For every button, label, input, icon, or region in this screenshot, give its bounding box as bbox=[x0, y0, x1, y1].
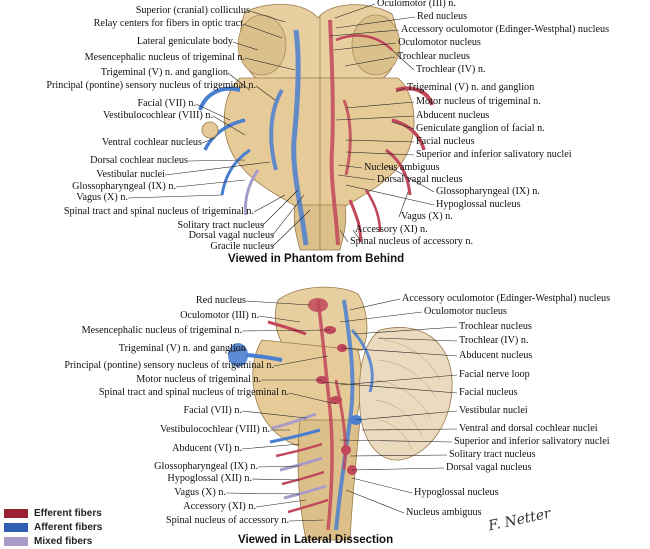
legend-mixed: Mixed fibers bbox=[4, 535, 92, 548]
top-left-label: Relay centers for fibers in optic tract bbox=[93, 18, 243, 29]
bottom-left-label: Spinal nucleus of accessory n. bbox=[165, 515, 289, 526]
top-right-label: Trigeminal (V) n. and ganglion bbox=[407, 82, 535, 93]
top-right-label: Dorsal vagal nucleus bbox=[377, 174, 463, 185]
bottom-right-label: Ventral and dorsal cochlear nuclei bbox=[459, 423, 598, 434]
bottom-left-label: Glossopharyngeal (IX) n. bbox=[154, 461, 258, 472]
bottom-leader-lines bbox=[225, 298, 458, 522]
legend-swatch-afferent bbox=[4, 523, 28, 532]
bottom-right-label: Trochlear nucleus bbox=[459, 321, 532, 332]
bottom-right-label: Oculomotor nucleus bbox=[424, 306, 507, 317]
top-right-label: Accessory (XI) n. bbox=[355, 224, 428, 235]
top-brainstem-illustration bbox=[198, 3, 434, 251]
bottom-right-label: Accessory oculomotor (Edinger-Westphal) … bbox=[402, 293, 611, 304]
top-right-label: Superior and inferior salivatory nuclei bbox=[416, 149, 572, 160]
top-right-label: Trochlear (IV) n. bbox=[416, 64, 486, 75]
bottom-right-label: Facial nucleus bbox=[459, 387, 518, 398]
bottom-left-label: Vagus (X) n. bbox=[174, 487, 226, 498]
bottom-left-label: Spinal tract and spinal nucleus of trige… bbox=[98, 387, 289, 398]
top-left-label: Dorsal cochlear nucleus bbox=[90, 155, 188, 166]
top-right-label: Trochlear nucleus bbox=[397, 51, 470, 62]
top-bottom-label: Dorsal vagal nucleus bbox=[188, 230, 274, 241]
top-right-label: Glossopharyngeal (IX) n. bbox=[436, 186, 540, 197]
top-left-label: Facial (VII) n. bbox=[137, 98, 196, 109]
top-right-label: Hypoglossal nucleus bbox=[436, 199, 521, 210]
legend-label: Mixed fibers bbox=[34, 536, 93, 547]
bottom-right-label: Vestibular nuclei bbox=[459, 405, 528, 416]
top-caption: Viewed in Phantom from Behind bbox=[228, 253, 405, 265]
top-right-label: Nucleus ambiguus bbox=[364, 162, 440, 173]
bottom-left-label: Trigeminal (V) n. and ganglion bbox=[118, 343, 246, 354]
legend-efferent: Efferent fibers bbox=[4, 507, 102, 520]
top-left-label: Mesencephalic nucleus of trigeminal n. bbox=[84, 52, 245, 63]
bottom-right-label: Solitary tract nucleus bbox=[449, 449, 536, 460]
top-left-label: Superior (cranial) colliculus bbox=[135, 5, 250, 16]
top-right-label: Facial nucleus bbox=[416, 136, 475, 147]
bottom-right-label: Superior and inferior salivatory nuclei bbox=[454, 436, 610, 447]
bottom-left-label: Oculomotor (III) n. bbox=[180, 310, 259, 321]
bottom-right-label: Dorsal vagal nucleus bbox=[446, 462, 532, 473]
legend-label: Efferent fibers bbox=[34, 508, 102, 519]
bottom-left-label: Red nucleus bbox=[195, 295, 246, 306]
legend-afferent: Afferent fibers bbox=[4, 521, 102, 534]
bottom-right-label: Trochlear (IV) n. bbox=[459, 335, 529, 346]
bottom-left-label: Vestibulocochlear (VIII) n. bbox=[159, 424, 270, 435]
legend-label: Afferent fibers bbox=[34, 522, 103, 533]
bottom-left-label: Mesencephalic nucleus of trigeminal n. bbox=[81, 325, 242, 336]
top-left-label: Vestibular nuclei bbox=[96, 169, 165, 180]
bottom-caption: Viewed in Lateral Dissection bbox=[238, 534, 394, 546]
bottom-left-label: Hypoglossal (XII) n. bbox=[167, 473, 252, 484]
bottom-left-label: Principal (pontine) sensory nucleus of t… bbox=[64, 360, 274, 371]
top-left-label: Vestibulocochlear (VIII) n. bbox=[102, 110, 213, 121]
top-right-label: Accessory oculomotor (Edinger-Westphal) … bbox=[401, 24, 610, 35]
top-left-label: Spinal tract and spinal nucleus of trige… bbox=[63, 206, 254, 217]
bottom-right-label: Hypoglossal nucleus bbox=[414, 487, 499, 498]
bottom-right-label: Abducent nucleus bbox=[459, 350, 533, 361]
top-right-label: Oculomotor (III) n. bbox=[377, 0, 456, 9]
top-leader-lines bbox=[127, 3, 435, 248]
top-left-label: Principal (pontine) sensory nucleus of t… bbox=[46, 80, 256, 91]
bottom-brainstem-illustration bbox=[228, 286, 453, 541]
top-left-label: Glossopharyngeal (IX) n. bbox=[72, 181, 176, 192]
top-bottom-label: Solitary tract nucleus bbox=[177, 220, 264, 231]
legend-swatch-mixed bbox=[4, 537, 28, 546]
top-right-label: Vagus (X) n. bbox=[401, 211, 453, 222]
top-right-label: Spinal nucleus of accessory n. bbox=[350, 236, 474, 247]
top-right-label: Geniculate ganglion of facial n. bbox=[416, 123, 545, 134]
top-left-label: Lateral geniculate body bbox=[136, 36, 233, 47]
top-right-label: Abducent nucleus bbox=[416, 110, 490, 121]
bottom-right-label: Nucleus ambiguus bbox=[406, 507, 482, 518]
bottom-left-label: Abducent (VI) n. bbox=[172, 443, 242, 454]
bottom-left-label: Facial (VII) n. bbox=[183, 405, 242, 416]
bottom-left-label: Accessory (XI) n. bbox=[183, 501, 256, 512]
bottom-left-label: Motor nucleus of trigeminal n. bbox=[136, 374, 261, 385]
top-left-label: Ventral cochlear nucleus bbox=[101, 137, 202, 148]
top-right-label: Motor nucleus of trigeminal n. bbox=[416, 96, 541, 107]
top-left-label: Vagus (X) n. bbox=[76, 192, 128, 203]
top-right-label: Oculomotor nucleus bbox=[398, 37, 481, 48]
top-left-label: Trigeminal (V) n. and ganglion bbox=[100, 67, 228, 78]
top-bottom-label: Gracile nucleus bbox=[210, 241, 274, 252]
bottom-right-label: Facial nerve loop bbox=[459, 369, 530, 380]
legend-swatch-efferent bbox=[4, 509, 28, 518]
top-right-label: Red nucleus bbox=[417, 11, 468, 22]
